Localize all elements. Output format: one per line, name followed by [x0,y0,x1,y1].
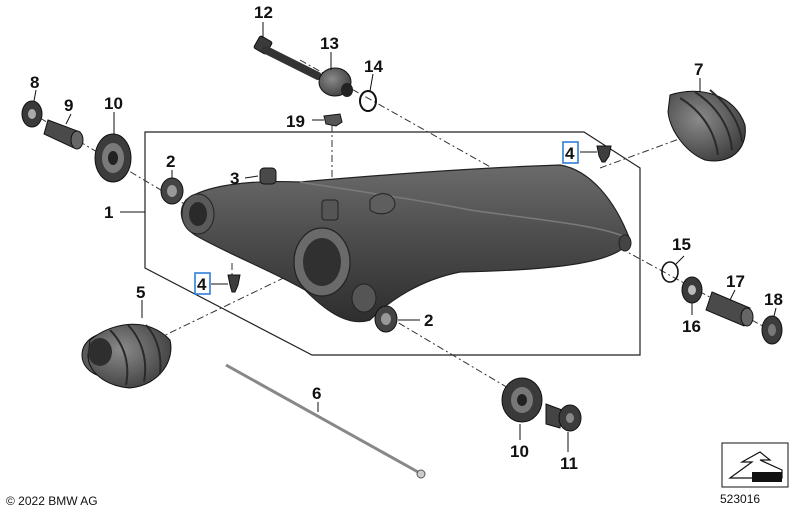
cap-18 [761,315,783,345]
callout-5: 5 [136,283,145,302]
bolt-11 [545,403,582,432]
bolt-12 [253,35,322,80]
rubber-boot-7 [667,89,746,162]
washer-16 [681,276,703,304]
o-ring-14 [359,90,377,112]
cable-tie-6 [225,363,426,479]
assembly-outline [144,131,641,356]
callout-2-right: 2 [424,311,433,330]
callout-12: 12 [254,3,273,22]
callout-8: 8 [30,73,39,92]
bushing-10-left [94,133,132,183]
callout-17: 17 [726,272,745,291]
callout-1: 1 [104,203,113,222]
callout-14: 14 [364,57,383,76]
bushing-10-bottom [501,377,543,423]
callout-13: 13 [320,34,339,53]
callout-16: 16 [682,317,701,336]
callout-7: 7 [694,60,703,79]
leader-lines [33,22,777,452]
washer-8 [21,100,43,128]
callout-2-left: 2 [166,152,175,171]
swing-arm [180,164,632,323]
callout-6: 6 [312,384,321,403]
plug-3 [259,167,277,185]
callout-4-bottom: 4 [197,275,207,294]
rubber-boot-5 [81,323,172,389]
clip-19 [323,113,343,127]
copyright-text: © 2022 BMW AG [6,494,98,508]
callout-10-bottom: 10 [510,442,529,461]
callout-11: 11 [560,454,578,473]
nut-13 [318,67,353,97]
orientation-icon [721,442,789,488]
highlight-box-4-top [562,141,579,164]
callout-18: 18 [764,290,783,309]
o-ring-15 [661,261,679,283]
callout-19: 19 [286,112,305,131]
callout-9: 9 [64,96,73,115]
highlight-box-4-bottom [194,272,211,295]
sleeve-17 [705,291,754,327]
cap-4-top [596,145,612,163]
callout-15: 15 [672,235,691,254]
cap-4-bottom [227,274,241,293]
callout-4-top: 4 [565,144,575,163]
callout-10-left: 10 [104,94,123,113]
sleeve-9 [43,119,84,150]
bearing-2-right [374,305,398,333]
callout-3: 3 [230,169,239,188]
diagram-number: 523016 [720,492,761,506]
bearing-2-left [160,177,184,205]
